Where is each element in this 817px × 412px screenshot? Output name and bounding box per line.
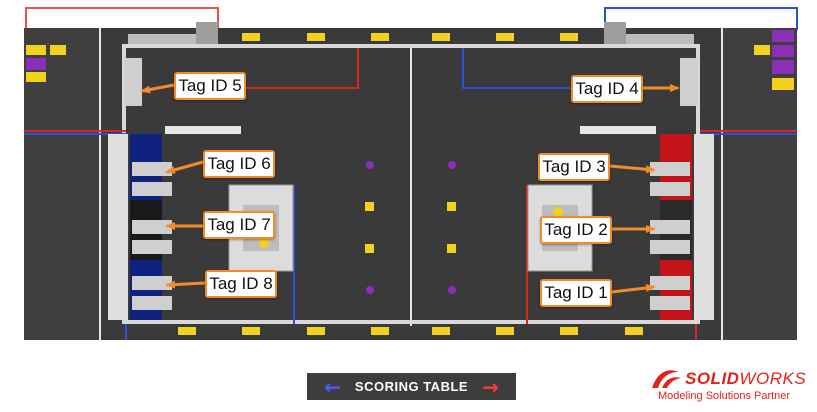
solidworks-logo: SOLIDWORKS Modeling Solutions Partner xyxy=(648,366,813,408)
tag-label-3: Tag ID 3 xyxy=(538,153,610,181)
source-left xyxy=(124,58,142,106)
source-right xyxy=(680,58,698,106)
tag-label-5: Tag ID 5 xyxy=(174,72,246,100)
top-right-station-block xyxy=(604,22,626,44)
red-arrow-right-icon: → xyxy=(482,377,499,397)
right-guard-rail xyxy=(580,126,656,134)
tag-label-8: Tag ID 8 xyxy=(205,270,277,298)
blue-arrow-left-icon: ← xyxy=(324,377,341,397)
ds-logo-icon xyxy=(648,366,684,392)
logo-wordmark: SOLIDWORKS xyxy=(685,369,806,389)
tag-label-2: Tag ID 2 xyxy=(540,216,612,244)
scoring-table-bar: ← SCORING TABLE → xyxy=(307,373,516,400)
left-guard-rail xyxy=(165,126,241,134)
field-wall-bottom xyxy=(122,320,700,324)
callout-arrow-tag8 xyxy=(167,283,205,285)
tag-label-7: Tag ID 7 xyxy=(203,211,275,239)
red-alliance-area-outline xyxy=(26,8,218,30)
scoring-table-label: SCORING TABLE xyxy=(355,379,468,394)
logo-tagline: Modeling Solutions Partner xyxy=(658,390,790,402)
tag-label-6: Tag ID 6 xyxy=(203,150,275,178)
tag-label-4: Tag ID 4 xyxy=(571,75,643,103)
field-wall-top xyxy=(122,44,700,48)
tag-label-1: Tag ID 1 xyxy=(540,279,612,307)
blue-stage-note xyxy=(259,238,269,248)
blue-alliance-area-outline xyxy=(605,8,797,30)
top-left-station-block xyxy=(196,22,218,44)
red-speaker-frame xyxy=(694,134,714,320)
blue-speaker-frame xyxy=(108,134,128,320)
